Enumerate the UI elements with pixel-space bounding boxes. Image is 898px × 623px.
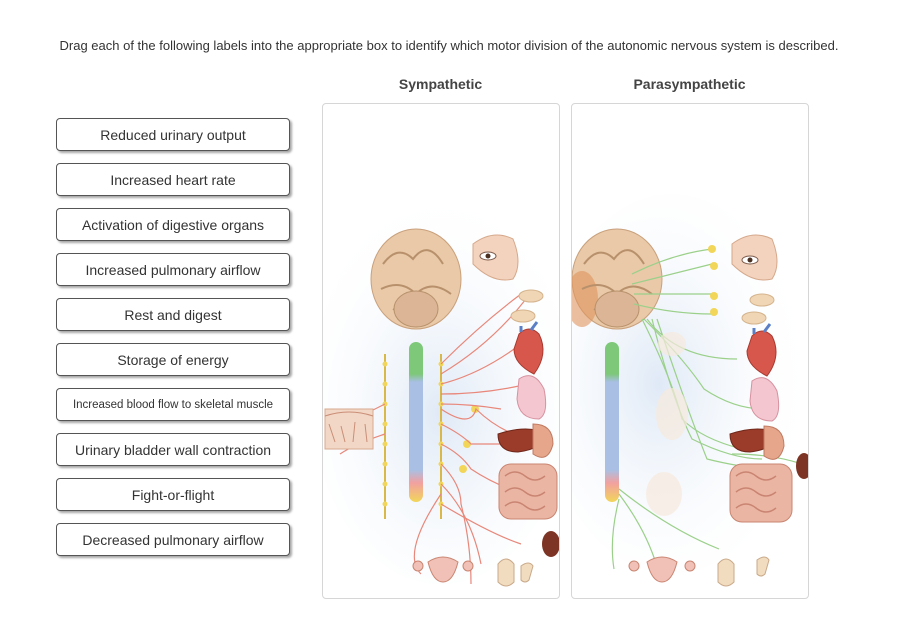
brain-icon (572, 228, 663, 330)
sympathetic-diagram (323, 204, 559, 587)
reproductive-organs-icon (628, 556, 770, 587)
parasympathetic-header: Parasympathetic (633, 76, 746, 92)
heart-icon (513, 321, 544, 375)
label-increased-heart-rate[interactable]: Increased heart rate (56, 163, 290, 196)
parasympathetic-drop-zone[interactable] (571, 103, 809, 599)
lung-icon (516, 375, 547, 420)
label-storage-of-energy[interactable]: Storage of energy (56, 343, 290, 376)
label-reduced-urinary-output[interactable]: Reduced urinary output (56, 118, 290, 151)
spinal-cord (409, 342, 423, 502)
eye-icon (731, 234, 778, 281)
label-urinary-bladder-wall-contraction[interactable]: Urinary bladder wall contraction (56, 433, 290, 466)
intestines-icon (498, 463, 558, 520)
lung-icon (749, 377, 780, 422)
label-decreased-pulmonary-airflow[interactable]: Decreased pulmonary airflow (56, 523, 290, 556)
reproductive-organs-icon (412, 556, 534, 587)
instructions-text: Drag each of the following labels into t… (59, 38, 839, 53)
label-increased-pulmonary-airflow[interactable]: Increased pulmonary airflow (56, 253, 290, 286)
intestines-icon (729, 463, 793, 523)
label-increased-blood-flow-skeletal-muscle[interactable]: Increased blood flow to skeletal muscle (56, 388, 290, 421)
ganglia (708, 245, 718, 316)
label-activation-of-digestive-organs[interactable]: Activation of digestive organs (56, 208, 290, 241)
label-rest-and-digest[interactable]: Rest and digest (56, 298, 290, 331)
sympathetic-drop-zone[interactable] (322, 103, 560, 599)
sympathetic-header: Sympathetic (398, 76, 483, 92)
parasympathetic-diagram (572, 194, 808, 587)
eye-icon (472, 234, 519, 281)
brain-icon (370, 228, 462, 330)
heart-icon (746, 323, 777, 377)
kidney-icon (542, 531, 559, 557)
label-fight-or-flight[interactable]: Fight-or-flight (56, 478, 290, 511)
spinal-cord (605, 342, 619, 502)
skin-block-icon (324, 408, 374, 450)
kidney-icon (796, 453, 808, 479)
